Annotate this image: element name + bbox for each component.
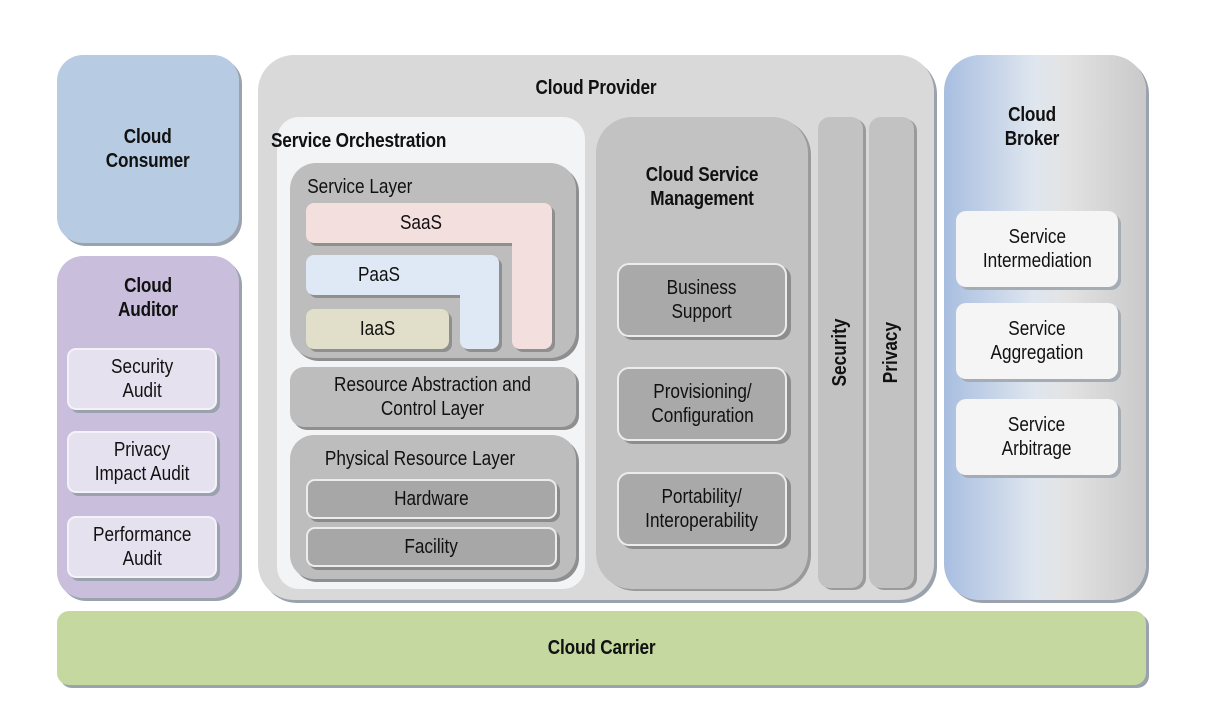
service-layer-title: Service Layer [307, 176, 413, 198]
service-orchestration-title: Service Orchestration [271, 130, 447, 152]
cloud-provider-box: Cloud Provider Service Orchestration Ser… [258, 55, 934, 600]
cloud-service-management-title: Cloud Service Management [645, 164, 759, 210]
performance-audit-box: Performance Audit [67, 516, 217, 578]
security-audit-box: Security Audit [67, 348, 217, 410]
privacy-impact-audit-box: Privacy Impact Audit [67, 431, 217, 493]
cloud-consumer-title: Cloud Consumer [106, 126, 190, 172]
service-aggregation-label: Service Aggregation [990, 318, 1084, 364]
service-intermediation-box: Service Intermediation [956, 211, 1118, 287]
resource-abstraction-label: Resource Abstraction and Control Layer [334, 374, 532, 420]
business-support-label: Business Support [667, 277, 737, 323]
hardware-label: Hardware [394, 488, 469, 510]
paas-column [460, 287, 499, 349]
cloud-provider-title: Cloud Provider [535, 77, 657, 99]
service-arbitrage-label: Service Arbitrage [1002, 414, 1072, 460]
portability-interoperability-box: Portability/ Interoperability [617, 472, 787, 546]
service-aggregation-box: Service Aggregation [956, 303, 1118, 379]
paas-label: PaaS [357, 264, 401, 286]
service-arbitrage-box: Service Arbitrage [956, 399, 1118, 475]
cloud-broker-title: Cloud Broker [1004, 104, 1060, 150]
hardware-box: Hardware [306, 479, 557, 519]
facility-label: Facility [404, 536, 459, 558]
resource-abstraction-box: Resource Abstraction and Control Layer [290, 367, 576, 427]
cloud-carrier-box: Cloud Carrier [57, 611, 1146, 685]
cloud-broker-box: Cloud Broker Service Intermediation Serv… [944, 55, 1146, 600]
provisioning-configuration-box: Provisioning/ Configuration [617, 367, 787, 441]
physical-resource-layer-box: Physical Resource Layer Hardware Facilit… [290, 435, 576, 579]
privacy-impact-audit-label: Privacy Impact Audit [94, 439, 190, 485]
iaas-label: IaaS [359, 318, 396, 340]
physical-resource-layer-title: Physical Resource Layer [324, 448, 516, 470]
facility-box: Facility [306, 527, 557, 567]
privacy-bar: Privacy [869, 117, 914, 588]
saas-bar: SaaS [306, 203, 552, 243]
cloud-auditor-title: Cloud Auditor [118, 275, 178, 321]
saas-label: SaaS [399, 212, 443, 234]
business-support-box: Business Support [617, 263, 787, 337]
provisioning-configuration-label: Provisioning/ Configuration [650, 381, 754, 427]
saas-column [512, 235, 552, 349]
portability-interoperability-label: Portability/ Interoperability [645, 486, 759, 532]
cloud-consumer-box: Cloud Consumer [57, 55, 239, 243]
cloud-service-management-box: Cloud Service Management Business Suppor… [596, 117, 808, 589]
cloud-carrier-title: Cloud Carrier [547, 637, 656, 659]
privacy-label: Privacy [880, 321, 902, 384]
service-intermediation-label: Service Intermediation [982, 226, 1092, 272]
security-bar: Security [818, 117, 863, 588]
security-label: Security [829, 318, 851, 387]
performance-audit-label: Performance Audit [92, 524, 192, 570]
paas-bar: PaaS [306, 255, 499, 295]
service-layer-box: Service Layer SaaS PaaS IaaS [290, 163, 576, 358]
iaas-box: IaaS [306, 309, 449, 349]
service-orchestration-box: Service Orchestration Service Layer SaaS… [271, 117, 585, 589]
security-audit-label: Security Audit [110, 356, 174, 402]
cloud-auditor-box: Cloud Auditor Security Audit Privacy Imp… [57, 256, 239, 598]
